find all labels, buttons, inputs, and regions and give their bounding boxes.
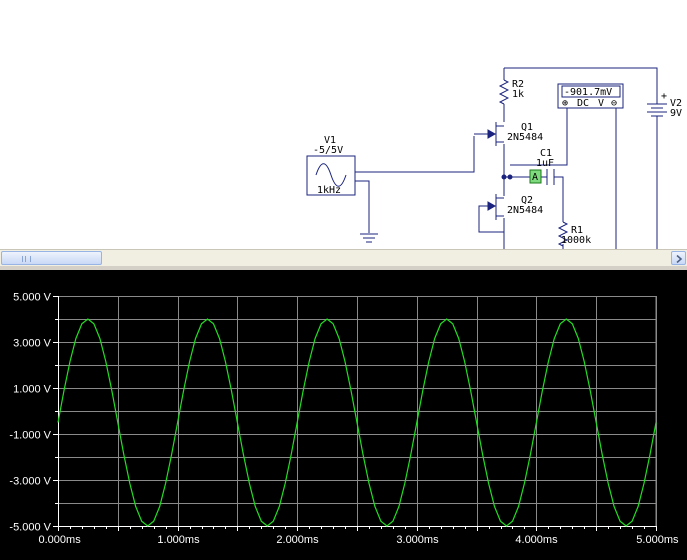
- junction-node: [501, 174, 507, 180]
- splitter-bar[interactable]: [0, 266, 687, 270]
- y-tick-label: -1.000 V: [9, 430, 51, 442]
- trace-line: [57, 318, 657, 527]
- wire-supply-rail: [504, 67, 658, 100]
- meter-reading: -901.7mV: [564, 87, 612, 98]
- meter-mode: DC: [577, 98, 589, 109]
- v2-plus: +: [661, 91, 667, 102]
- q2-model: 2N5484: [507, 205, 543, 216]
- q1-name: Q1: [521, 122, 533, 133]
- y-tick-label: 3.000 V: [13, 338, 52, 350]
- chevron-right-icon: [676, 255, 683, 263]
- battery-v2-icon[interactable]: [647, 100, 667, 118]
- v2-name: V2: [670, 98, 682, 109]
- probe-marker[interactable]: [529, 169, 542, 184]
- source-frequency: 1kHz: [317, 185, 341, 196]
- y-tick-label: 1.000 V: [13, 384, 52, 396]
- x-tick-label: 1.000ms: [157, 534, 200, 546]
- jfet-q2-icon[interactable]: [487, 194, 504, 220]
- ground-icon: [360, 233, 378, 243]
- horizontal-scrollbar[interactable]: [0, 249, 687, 266]
- wire-gate-q1: [355, 136, 475, 173]
- oscilloscope-panel: 0.000ms 1.000ms 2.000ms 3.000ms 4.000ms 5.000…: [0, 270, 687, 560]
- schematic-canvas[interactable]: V1 -5/5V 1kHz R2 1k Q1 2N5484 Q2 2N5484: [0, 0, 687, 249]
- x-tick-label: 0.000ms: [39, 534, 82, 546]
- r1-value: 1000k: [561, 235, 591, 246]
- wire-q2-feedback: [478, 205, 505, 233]
- meter-unit: V: [598, 98, 604, 109]
- r1-name: R1: [571, 225, 583, 236]
- sine-wave-icon: [315, 163, 347, 187]
- resistor-r2-icon[interactable]: [498, 79, 510, 105]
- x-tick-label: 3.000ms: [396, 534, 439, 546]
- y-tick-label: -5.000 V: [9, 522, 51, 534]
- grid-layer: [58, 296, 657, 527]
- scrollbar-thumb[interactable]: [1, 251, 102, 265]
- tick-label-layer: 0.000ms 1.000ms 2.000ms 3.000ms 4.000ms 5.000…: [9, 292, 679, 547]
- plot-right-border: [655, 296, 657, 526]
- v2-value: 9V: [670, 108, 682, 119]
- probe-label: A: [532, 172, 538, 183]
- q2-name: Q2: [521, 195, 533, 206]
- x-tick-label: 2.000ms: [276, 534, 319, 546]
- y-tick-label: 5.000 V: [13, 292, 52, 304]
- wire-cap-r1: [554, 176, 564, 222]
- multimeter[interactable]: -901.7mV ⊕ DC V ⊖: [557, 83, 624, 109]
- q1-model: 2N5484: [507, 132, 543, 143]
- axis-layer: [53, 296, 657, 531]
- scroll-right-button[interactable]: [671, 251, 686, 265]
- meter-minus-icon: ⊖: [611, 98, 617, 109]
- meter-plus-icon: ⊕: [562, 98, 568, 109]
- source-name: V1: [324, 135, 336, 146]
- y-tick-label: -3.000 V: [9, 476, 51, 488]
- capacitor-c1-icon[interactable]: [546, 169, 555, 185]
- jfet-q1-icon[interactable]: [474, 122, 504, 146]
- source-amplitude: -5/5V: [313, 145, 343, 156]
- trace-layer: [57, 318, 657, 527]
- wire-meter-plus: [510, 108, 568, 166]
- x-tick-label: 5.000ms: [636, 534, 679, 546]
- c1-name: C1: [540, 148, 552, 159]
- oscilloscope-plot: 0.000ms 1.000ms 2.000ms 3.000ms 4.000ms 5.000…: [9, 292, 679, 547]
- x-tick-label: 4.000ms: [515, 534, 558, 546]
- circuit-diagram: V1 -5/5V 1kHz R2 1k Q1 2N5484 Q2 2N5484: [306, 67, 682, 249]
- grip-icon: [22, 256, 31, 262]
- r2-name: R2: [512, 79, 524, 90]
- resistor-r1-icon[interactable]: [557, 221, 569, 247]
- junction-node-2: [507, 174, 513, 180]
- r2-value: 1k: [512, 89, 524, 100]
- wire-source-gnd: [355, 180, 370, 233]
- c1-value: 1uF: [536, 158, 554, 169]
